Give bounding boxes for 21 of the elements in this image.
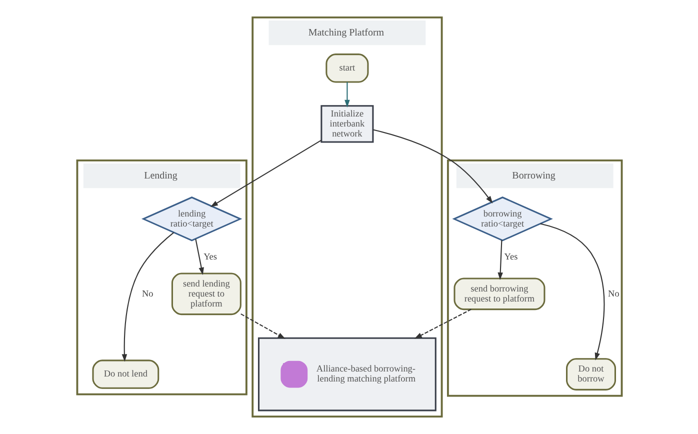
arrow — [240, 314, 285, 339]
node-box: Do not lend — [92, 360, 159, 389]
arrow — [121, 232, 174, 362]
node-box: start — [325, 54, 368, 83]
node-box: Do not borrow — [566, 358, 616, 390]
node-diamond: lending ratio<target — [140, 196, 242, 242]
arrow — [210, 140, 321, 208]
arrow — [540, 223, 604, 360]
edge-label: Yes — [203, 251, 216, 262]
node-box: Initialize interbank network — [320, 105, 374, 143]
node-box: Alliance-based borrowing-lending matching platform — [257, 337, 436, 412]
edge-label: No — [608, 288, 619, 298]
arrow — [194, 238, 204, 276]
arrow — [497, 240, 502, 280]
edge-label: No — [141, 288, 153, 298]
node-box: send borrowing request to platform — [453, 278, 545, 310]
arrow — [372, 129, 492, 204]
edge-label: Yes — [504, 251, 518, 262]
arrow — [344, 82, 350, 108]
node-box: send lending request to platform — [170, 272, 241, 316]
arrow — [414, 308, 471, 339]
